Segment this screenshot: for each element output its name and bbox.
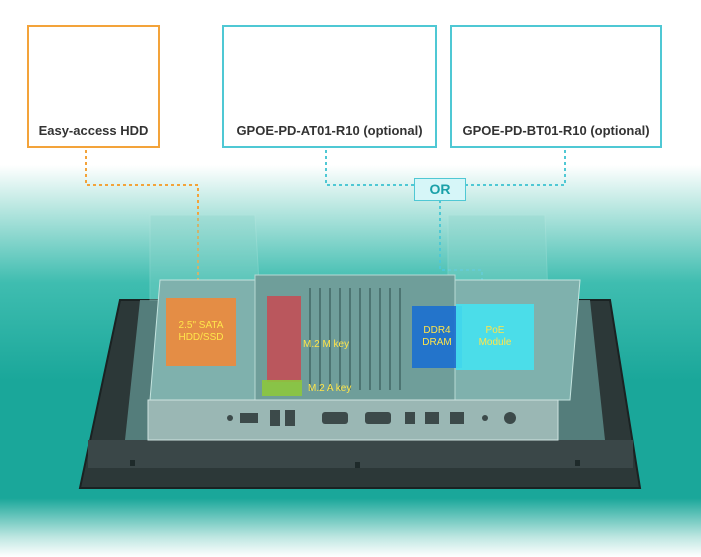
m2-a-key-label: M.2 A key [308,383,352,394]
hdd-card: Easy-access HDD [27,25,160,148]
poe-zone-line1: PoE [485,325,505,336]
sata-zone: 2.5" SATA HDD/SSD [166,298,236,366]
ddr4-zone-line2: DRAM [422,337,452,348]
sata-zone-line1: 2.5" SATA [178,320,224,331]
poe-zone: PoE Module [456,304,534,370]
ddr4-zone-line1: DDR4 [423,325,451,336]
ddr4-zone: DDR4 DRAM [412,306,462,368]
m2-m-key-zone [267,296,301,382]
or-connector-line [439,200,483,306]
m2-m-key-label: M.2 M key [303,339,350,350]
m2-a-key-zone [262,380,302,396]
at-connector-line [325,150,414,186]
poe-zone-line2: Module [478,337,512,348]
poe-at-card-label: GPOE-PD-AT01-R10 (optional) [236,123,423,138]
hdd-connector-line [85,150,199,300]
poe-at-card: GPOE-PD-AT01-R10 (optional) [222,25,437,148]
hdd-card-label: Easy-access HDD [38,123,149,138]
or-badge: OR [414,178,466,201]
poe-bt-card-label: GPOE-PD-BT01-R10 (optional) [462,123,650,138]
bt-connector-line [464,150,566,186]
poe-bt-card: GPOE-PD-BT01-R10 (optional) [450,25,662,148]
sata-zone-line2: HDD/SSD [178,332,224,343]
